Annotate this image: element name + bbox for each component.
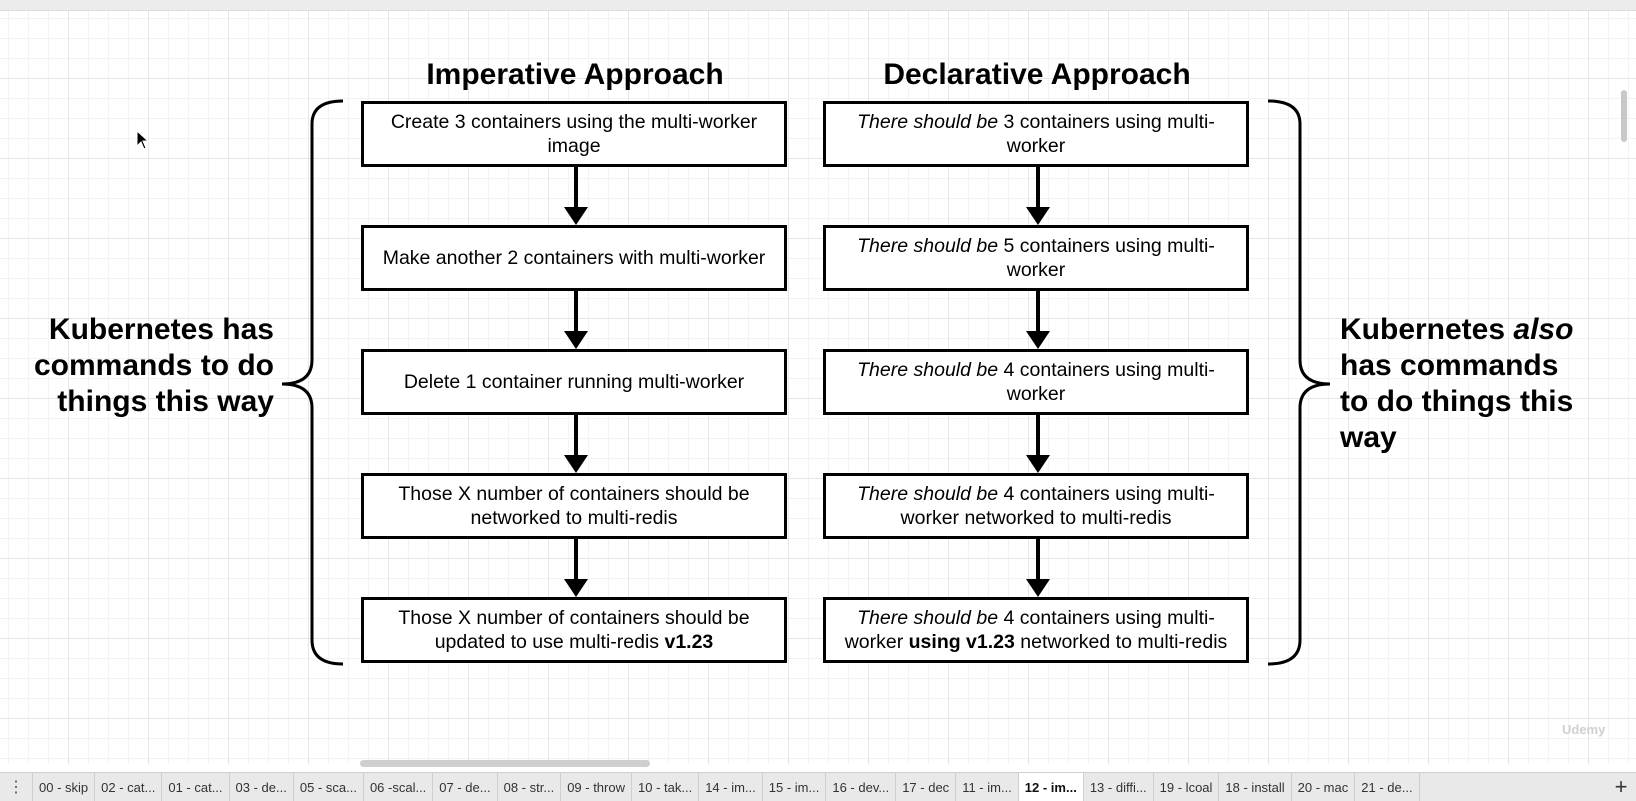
step-text: Those X number of containers should be n… xyxy=(398,483,750,529)
mouse-cursor-icon xyxy=(136,130,150,150)
step-text: Delete 1 container running multi-worker xyxy=(403,371,745,393)
imperative-step-1[interactable]: Create 3 containers using the multi-work… xyxy=(361,101,787,167)
tab-page[interactable]: 18 - install xyxy=(1219,773,1292,801)
tab-page[interactable]: 15 - im... xyxy=(763,773,827,801)
udemy-watermark: Udemy xyxy=(1562,722,1606,737)
tab-page[interactable]: 08 - str... xyxy=(498,773,562,801)
imperative-step-3[interactable]: Delete 1 container running multi-worker xyxy=(361,349,787,415)
tab-page[interactable]: 00 - skip xyxy=(33,773,96,801)
tab-page[interactable]: 16 - dev... xyxy=(826,773,897,801)
left-note[interactable]: Kubernetes has commands to do things thi… xyxy=(33,313,274,418)
imperative-step-4[interactable]: Those X number of containers should be n… xyxy=(361,473,787,539)
step-text: Those X number of containers should be u… xyxy=(398,607,750,653)
top-ruler xyxy=(0,0,1636,11)
tab-page[interactable]: 10 - tak... xyxy=(632,773,700,801)
step-text: Make another 2 containers with multi-wor… xyxy=(382,247,766,269)
declarative-step-5[interactable]: There should be 4 containers using multi… xyxy=(823,597,1249,663)
step-text: There should be 4 containers using multi… xyxy=(857,483,1215,529)
tab-page[interactable]: 02 - cat... xyxy=(95,773,163,801)
tab-page[interactable]: 11 - im... xyxy=(956,773,1019,801)
right-note[interactable]: Kubernetes also has commands to do thing… xyxy=(1340,313,1574,454)
step-text: Create 3 containers using the multi-work… xyxy=(390,111,758,157)
tab-page[interactable]: 06 -scal... xyxy=(364,773,434,801)
horizontal-scrollbar[interactable] xyxy=(360,760,650,767)
declarative-step-2[interactable]: There should be 5 containers using multi… xyxy=(823,225,1249,291)
tab-page[interactable]: 20 - mac xyxy=(1292,773,1356,801)
tab-page[interactable]: 05 - sca... xyxy=(294,773,364,801)
imperative-step-2[interactable]: Make another 2 containers with multi-wor… xyxy=(361,225,787,291)
vertical-scrollbar[interactable] xyxy=(1621,90,1627,142)
add-page-button[interactable]: + xyxy=(1614,774,1628,799)
tab-page[interactable]: 12 - im... xyxy=(1018,773,1084,801)
vertical-dots-icon[interactable]: ⋮ xyxy=(0,773,33,801)
tab-page[interactable]: 07 - de... xyxy=(433,773,498,801)
imperative-title: Imperative Approach xyxy=(426,58,724,91)
declarative-title: Declarative Approach xyxy=(883,58,1191,91)
diagram-canvas[interactable] xyxy=(0,0,1636,764)
tab-page[interactable]: 01 - cat... xyxy=(162,773,230,801)
step-text: There should be 3 containers using multi… xyxy=(857,111,1215,157)
tab-page[interactable]: 03 - de... xyxy=(230,773,294,801)
step-text: There should be 4 containers using multi… xyxy=(857,359,1215,405)
declarative-step-3[interactable]: There should be 4 containers using multi… xyxy=(823,349,1249,415)
declarative-step-4[interactable]: There should be 4 containers using multi… xyxy=(823,473,1249,539)
tab-page[interactable]: 21 - de... xyxy=(1355,773,1420,801)
tab-page[interactable]: 09 - throw xyxy=(561,773,632,801)
step-text: There should be 4 containers using multi… xyxy=(844,607,1228,653)
tab-page[interactable]: 13 - diffi... xyxy=(1084,773,1154,801)
tab-page[interactable]: 17 - dec xyxy=(896,773,957,801)
step-text: There should be 5 containers using multi… xyxy=(857,235,1215,281)
declarative-step-1[interactable]: There should be 3 containers using multi… xyxy=(823,101,1249,167)
imperative-step-5[interactable]: Those X number of containers should be u… xyxy=(361,597,787,663)
tab-page[interactable]: 14 - im... xyxy=(699,773,763,801)
tab-page[interactable]: 19 - lcoal xyxy=(1154,773,1220,801)
